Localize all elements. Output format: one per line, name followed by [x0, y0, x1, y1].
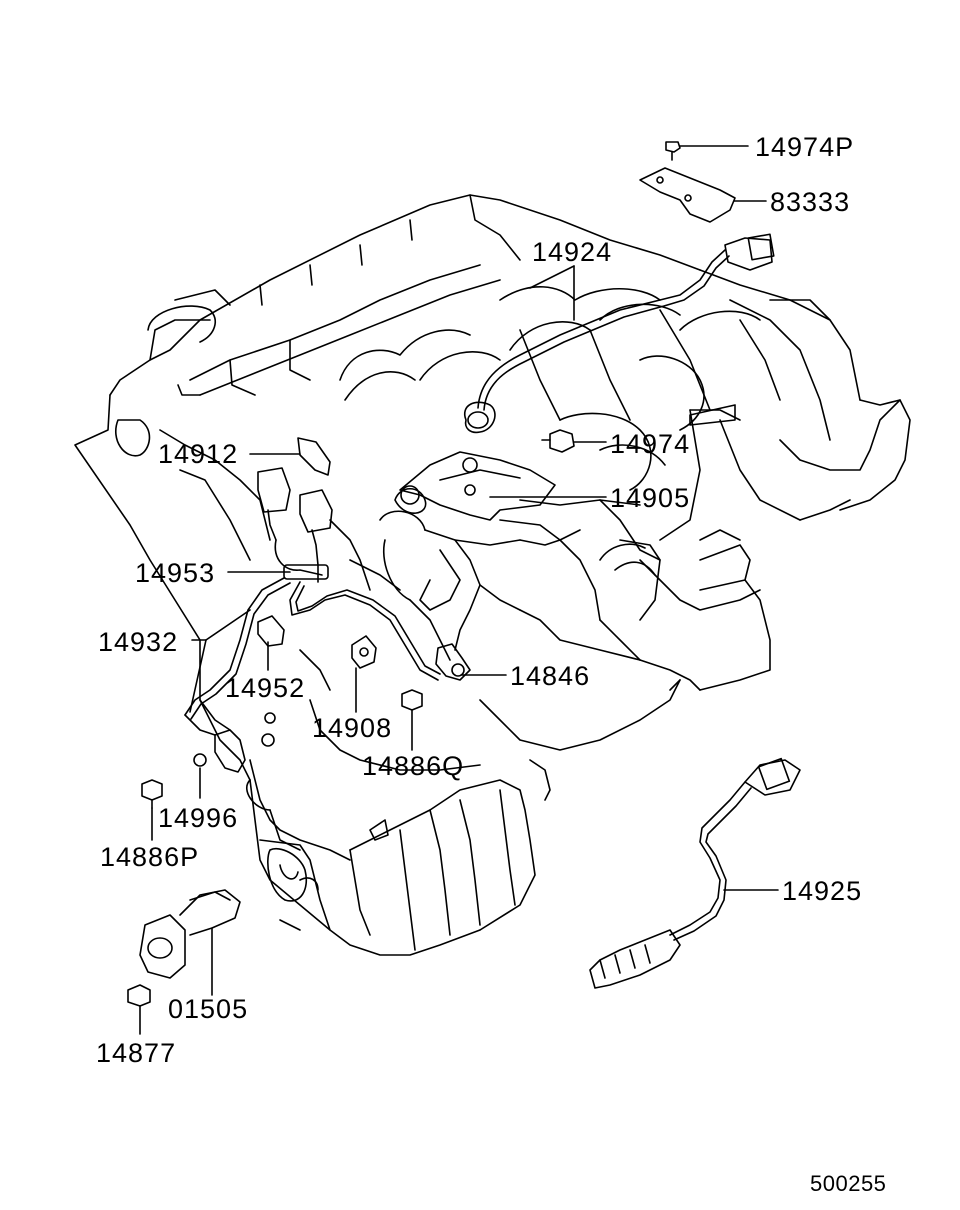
engine-block-outline [75, 195, 910, 955]
bolt-14877 [128, 985, 150, 1006]
label-14886P: 14886P [100, 842, 200, 872]
sensor-14996 [194, 713, 275, 772]
bolt-14886Q [402, 690, 422, 710]
label-14996: 14996 [158, 803, 239, 833]
bolt-14886P [142, 780, 162, 808]
bracket-14905 [400, 452, 555, 520]
label-14952: 14952 [225, 673, 306, 703]
label-14912: 14912 [158, 439, 239, 469]
label-14974P: 14974P [755, 132, 855, 162]
clip-14908 [352, 636, 376, 668]
label-01505: 01505 [168, 994, 249, 1024]
label-14905: 14905 [610, 483, 691, 513]
label-14924: 14924 [532, 237, 613, 267]
harness-14953 [258, 468, 440, 680]
label-14925: 14925 [782, 876, 863, 906]
bracket-14912 [298, 438, 330, 475]
clip-14952 [258, 616, 284, 646]
leader-lines [140, 146, 778, 1034]
label-14932: 14932 [98, 627, 179, 657]
sensor-01505 [140, 890, 240, 978]
label-14846: 14846 [510, 661, 591, 691]
harness-14924 [465, 234, 774, 432]
bolt-14974 [542, 430, 574, 452]
bolt-14974P [666, 142, 680, 160]
label-14877: 14877 [96, 1038, 177, 1068]
harness-14932 [185, 578, 290, 735]
label-14886Q: 14886Q [362, 751, 465, 781]
label-14953: 14953 [135, 558, 216, 588]
label-14974: 14974 [610, 429, 691, 459]
sensor-14925 [590, 759, 800, 988]
bracket-83333 [640, 168, 735, 222]
reference-number: 500255 [810, 1171, 887, 1196]
label-14908: 14908 [312, 713, 393, 743]
label-83333: 83333 [770, 187, 851, 217]
